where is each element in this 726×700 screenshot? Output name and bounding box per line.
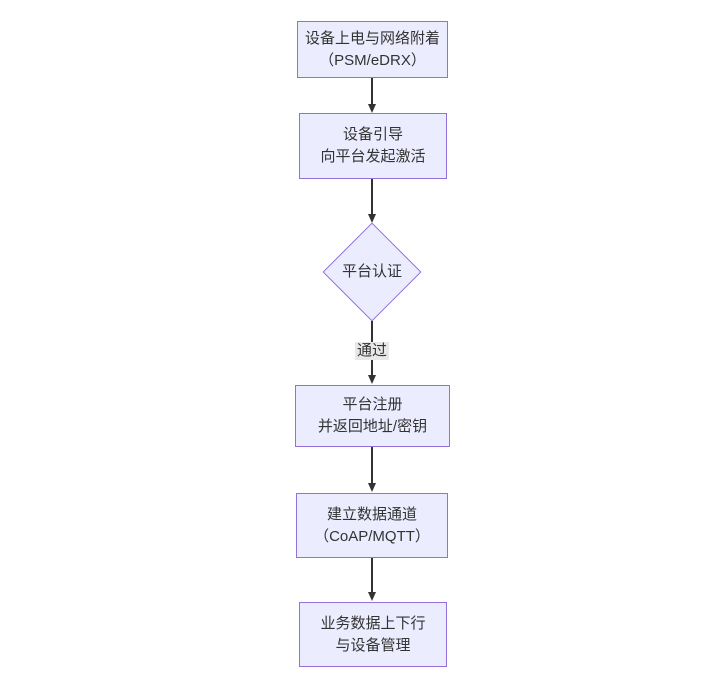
node-line: 业务数据上下行 (320, 614, 426, 632)
node-line: 平台注册 (342, 396, 403, 413)
arrow-down-icon (367, 483, 376, 492)
arrow-down-icon (367, 592, 376, 601)
node-line: 与设备管理 (335, 636, 411, 654)
arrow-down-icon (367, 375, 376, 384)
flow-node-bootstrap: 设备引导 向平台发起激活 (299, 113, 447, 179)
flow-node-business-data: 业务数据上下行 与设备管理 (299, 602, 447, 667)
node-line: 设备引导 (342, 126, 403, 143)
edge-n1-n2 (371, 78, 373, 104)
node-line: 向平台发起激活 (320, 148, 426, 165)
node-line: 设备上电与网络附着 (304, 29, 440, 47)
edge-n2-n3 (371, 179, 373, 214)
node-line: （PSM/eDRX） (319, 51, 426, 69)
node-line: 建立数据通道 (326, 505, 417, 523)
edge-label-pass: 通过 (354, 342, 390, 360)
flow-node-power-attach: 设备上电与网络附着 （PSM/eDRX） (297, 21, 448, 78)
node-line: （CoAP/MQTT） (314, 527, 430, 545)
flow-node-data-channel: 建立数据通道 （CoAP/MQTT） (296, 493, 448, 558)
edge-n4-n5 (371, 447, 373, 483)
arrow-down-icon (367, 104, 376, 113)
node-line: 平台认证 (341, 263, 402, 280)
flow-node-register: 平台注册 并返回地址/密钥 (295, 385, 450, 447)
edge-n5-n6 (371, 558, 373, 592)
arrow-down-icon (367, 214, 376, 223)
node-line: 并返回地址/密钥 (317, 418, 428, 435)
